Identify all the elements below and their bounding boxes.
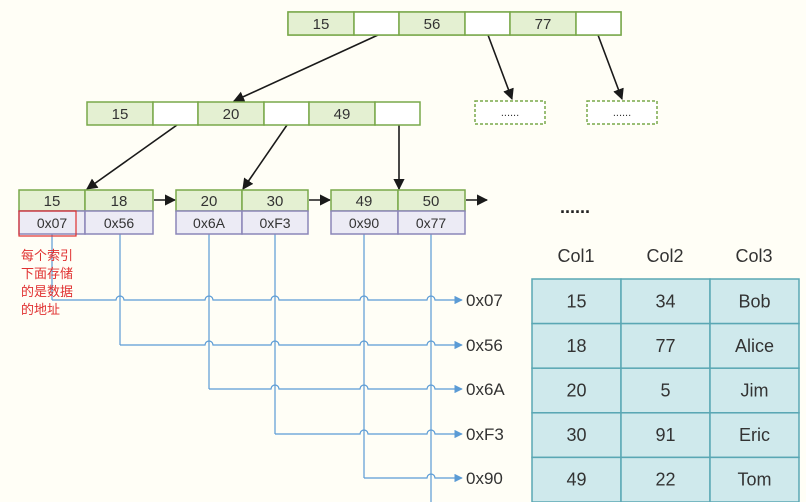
address-label: 0x90 xyxy=(466,469,503,488)
table-cell-text: 5 xyxy=(660,381,670,401)
address-arrow xyxy=(364,473,463,483)
table-cell-text: 77 xyxy=(655,336,675,356)
pointer-arrows xyxy=(86,34,624,206)
table-cell xyxy=(620,322,711,369)
annotation-line: 每个索引 xyxy=(21,248,73,263)
root-pointer-cell xyxy=(353,11,400,36)
pointer-arrow xyxy=(232,34,379,102)
address-label: 0x6A xyxy=(466,380,505,399)
table-header-cell: Col3 xyxy=(735,246,772,266)
leaf-node: 49 50 0x90 0x77 xyxy=(330,189,466,235)
table-cell-text: Eric xyxy=(739,425,770,445)
table-cell-text: 22 xyxy=(655,470,675,490)
table-cell xyxy=(620,278,711,325)
placeholder-label: ...... xyxy=(501,107,519,119)
leaf-address-label: 0x56 xyxy=(104,215,135,231)
leaf-key-label: 18 xyxy=(111,193,128,210)
root-key-label: 77 xyxy=(535,16,552,33)
table-cell-text: 20 xyxy=(566,381,586,401)
table-cell xyxy=(620,367,711,414)
pointer-arrow xyxy=(242,124,288,190)
pointer-arrow xyxy=(487,34,514,101)
table-cell xyxy=(531,412,622,459)
leaf-address-label: 0x90 xyxy=(349,215,380,231)
table-header-cell: Col2 xyxy=(646,246,683,266)
placeholder-node: ...... xyxy=(586,100,658,125)
root-key-label: 56 xyxy=(424,16,441,33)
table-cell xyxy=(531,322,622,369)
annotation-line: 下面存储 xyxy=(21,266,73,281)
leaf-address-label: 0x6A xyxy=(193,215,226,231)
pointer-arrow xyxy=(86,124,178,190)
level2-key-label: 20 xyxy=(223,106,240,123)
highlight-box xyxy=(18,210,77,237)
annotation-line: 的是数据 xyxy=(21,284,73,299)
table-body: 15 34 Bob 18 77 Alice 20 5 Jim 30 91 Eric 49 22 Tom xyxy=(531,278,800,502)
table-cell xyxy=(531,278,622,325)
level2-pointer-cell xyxy=(263,101,310,126)
table-cell-text: 34 xyxy=(655,291,675,311)
placeholder-node: ...... xyxy=(474,100,546,125)
table-cell xyxy=(709,412,800,459)
data-table: Col1 Col2 Col3 15 34 Bob 18 77 Alice 20 5 Jim 30 9… xyxy=(531,246,800,502)
leaf-ellipsis: ...... xyxy=(560,197,590,217)
level2-node: 15 20 49 xyxy=(86,101,421,126)
table-cell-text: Alice xyxy=(735,336,774,356)
address-label: 0x56 xyxy=(466,336,503,355)
leaf-node: 15 18 0x07 0x56 xyxy=(18,189,154,235)
address-label: 0xF3 xyxy=(466,425,504,444)
root-pointer-cell xyxy=(575,11,622,36)
table-cell-text: 15 xyxy=(566,291,586,311)
root-key-label: 15 xyxy=(313,16,330,33)
address-label: 0x07 xyxy=(466,291,503,310)
table-cell-text: Bob xyxy=(738,291,770,311)
table-cell-text: 18 xyxy=(566,336,586,356)
leaf-key-label: 49 xyxy=(356,193,373,210)
root-node: 15 56 77 xyxy=(287,11,622,36)
table-cell-text: 49 xyxy=(566,470,586,490)
table-header-cell: Col1 xyxy=(557,246,594,266)
leaf-key-label: 15 xyxy=(44,193,61,210)
leaf-address-label: 0x07 xyxy=(37,215,68,231)
level2-pointer-cell xyxy=(152,101,199,126)
table-cell xyxy=(620,412,711,459)
level2-key-label: 49 xyxy=(334,106,351,123)
table-cell-text: Tom xyxy=(737,470,771,490)
annotation-line: 的地址 xyxy=(21,302,60,317)
table-cell-text: 91 xyxy=(655,425,675,445)
leaf-address-label: 0x77 xyxy=(416,215,447,231)
leaf-key-label: 30 xyxy=(267,193,284,210)
root-pointer-cell xyxy=(464,11,511,36)
pointer-arrow xyxy=(597,34,624,101)
leaf-node: 20 30 0x6A 0xF3 xyxy=(175,189,309,235)
leaf-key-label: 50 xyxy=(423,193,440,210)
address-arrow xyxy=(209,384,463,394)
level2-pointer-cell xyxy=(374,101,421,126)
placeholder-label: ...... xyxy=(613,107,631,119)
table-cell-text: 30 xyxy=(566,425,586,445)
leaf-address-label: 0xF3 xyxy=(259,215,290,231)
address-arrow xyxy=(275,429,463,439)
table-cell xyxy=(709,367,800,414)
level2-key-label: 15 xyxy=(112,106,129,123)
address-lines xyxy=(51,234,463,502)
address-arrow xyxy=(120,340,463,350)
table-cell xyxy=(709,278,800,325)
leaf-key-label: 20 xyxy=(201,193,218,210)
table-cell xyxy=(531,456,622,502)
address-arrow xyxy=(52,295,463,305)
table-cell-text: Jim xyxy=(741,381,769,401)
